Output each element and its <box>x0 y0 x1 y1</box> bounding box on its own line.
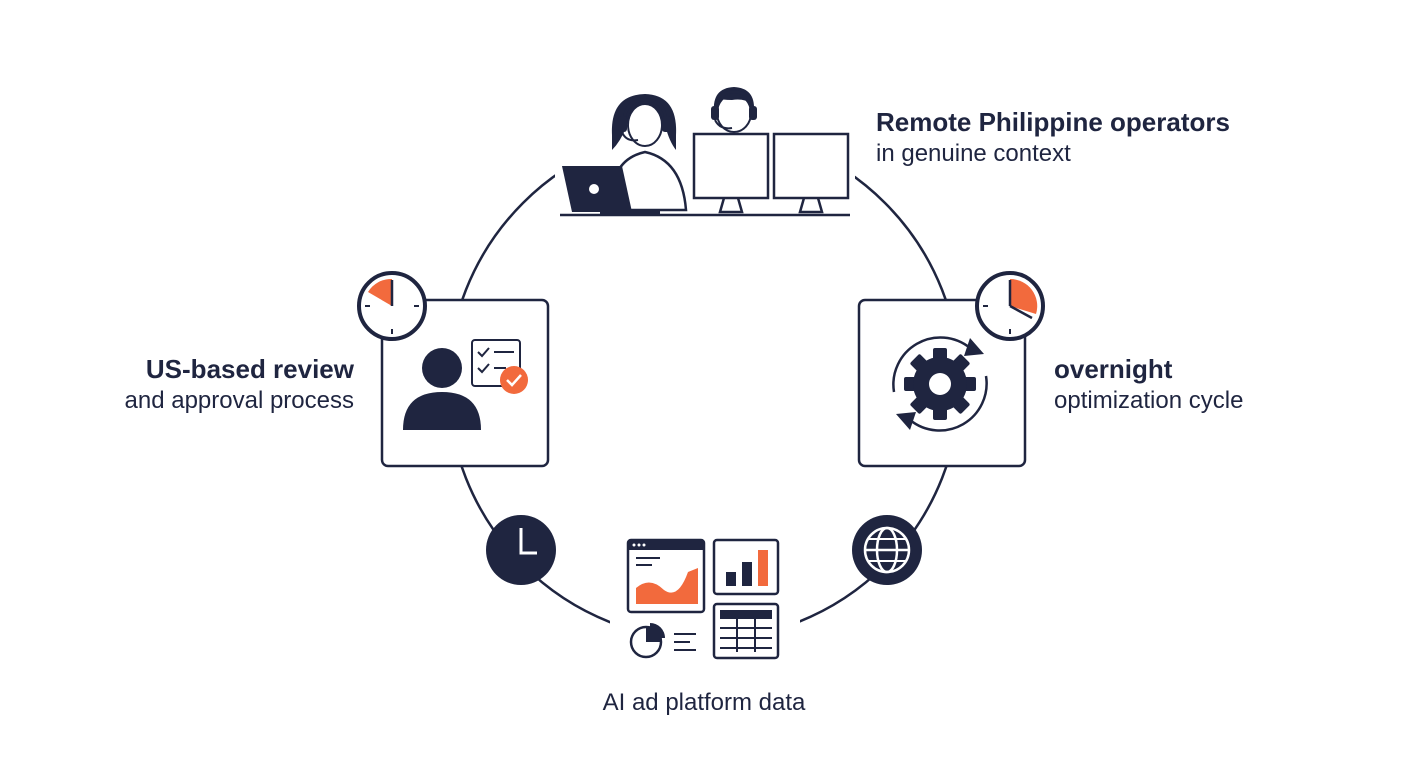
data-label: AI ad platform data <box>554 688 854 718</box>
operators-at-workstations-icon <box>555 82 855 222</box>
optimization-label: overnight optimization cycle <box>1054 353 1243 416</box>
operators-subtitle: in genuine context <box>876 139 1071 167</box>
timer-icon <box>975 271 1045 341</box>
review-label: US-based review and approval process <box>125 353 354 416</box>
data-title: AI ad platform data <box>602 689 806 716</box>
operators-title: Remote Philippine operators <box>876 107 1230 137</box>
operators-label: Remote Philippine operators in genuine c… <box>876 106 1230 169</box>
globe-icon <box>852 515 922 585</box>
optimization-title: overnight <box>1054 354 1173 384</box>
reviewer-checklist-icon <box>403 339 528 430</box>
dashboard-charts-icon <box>610 530 800 670</box>
clock-icon <box>486 515 556 585</box>
gear-cycle-icon <box>892 336 988 432</box>
timer-icon <box>357 271 427 341</box>
review-title: US-based review <box>145 354 354 384</box>
review-subtitle: and approval process <box>124 386 354 414</box>
optimization-subtitle: optimization cycle <box>1054 386 1244 414</box>
